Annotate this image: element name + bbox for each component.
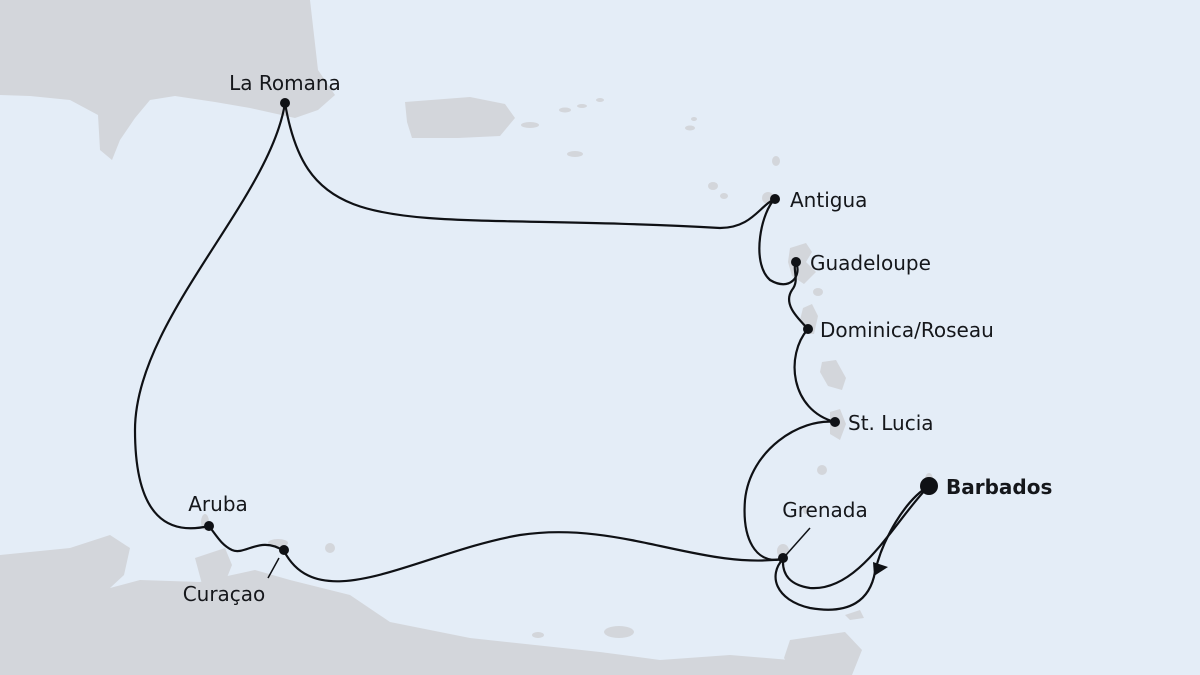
trinidad-island bbox=[784, 632, 862, 675]
paraguana-peninsula bbox=[195, 548, 232, 585]
tobago-island bbox=[845, 610, 864, 620]
grenada-leader-line bbox=[785, 527, 811, 556]
port-marker-curacao[interactable] bbox=[279, 545, 289, 555]
virgin-island-3 bbox=[596, 98, 604, 102]
virgin-island-4 bbox=[567, 151, 583, 157]
route-st-lucia-grenada bbox=[743, 420, 837, 561]
port-label-grenada: Grenada bbox=[782, 498, 867, 522]
margarita-island bbox=[604, 626, 634, 638]
route-aruba-la-romana bbox=[133, 101, 287, 530]
nevis-island bbox=[720, 193, 728, 199]
port-markers bbox=[204, 98, 938, 563]
coche-island bbox=[532, 632, 544, 638]
barbuda-island bbox=[772, 156, 780, 166]
port-marker-antigua[interactable] bbox=[770, 194, 780, 204]
port-marker-grenada[interactable] bbox=[778, 553, 788, 563]
port-label-st-lucia: St. Lucia bbox=[848, 411, 934, 435]
port-labels: La Romana Antigua Guadeloupe Dominica/Ro… bbox=[183, 71, 1053, 606]
bonaire-island bbox=[325, 543, 335, 553]
st-kitts-island bbox=[708, 182, 718, 190]
marie-galante-island bbox=[813, 288, 823, 296]
port-label-la-romana: La Romana bbox=[229, 71, 341, 95]
hispaniola-landmass bbox=[0, 0, 335, 160]
port-marker-barbados[interactable] bbox=[920, 477, 938, 495]
direction-arrow bbox=[873, 562, 888, 576]
vieques-island bbox=[521, 122, 539, 128]
port-marker-aruba[interactable] bbox=[204, 521, 214, 531]
st-barts-island bbox=[691, 117, 697, 121]
route-dominica-st-lucia bbox=[793, 327, 837, 424]
port-label-barbados: Barbados bbox=[946, 475, 1052, 499]
route-curacao-aruba bbox=[207, 524, 286, 553]
port-marker-guadeloupe[interactable] bbox=[791, 257, 801, 267]
land-masses bbox=[0, 0, 933, 675]
route-barbados-grenada bbox=[781, 484, 931, 590]
venezuela-coast bbox=[0, 535, 850, 675]
grenadines-island bbox=[803, 506, 809, 514]
cruise-route bbox=[133, 101, 931, 611]
port-marker-st-lucia[interactable] bbox=[830, 417, 840, 427]
route-guadeloupe-dominica bbox=[788, 260, 810, 331]
anguilla-island bbox=[685, 125, 695, 131]
curacao-leader-line bbox=[267, 557, 280, 579]
martinique-island bbox=[820, 360, 846, 390]
virgin-island-1 bbox=[559, 107, 571, 113]
st-vincent-island bbox=[817, 465, 827, 475]
port-marker-la-romana[interactable] bbox=[280, 98, 290, 108]
route-la-romana-antigua bbox=[283, 101, 777, 230]
route-grenada-curacao bbox=[282, 531, 785, 583]
route-grenada-barbados bbox=[774, 484, 931, 611]
puerto-rico-landmass bbox=[405, 97, 515, 138]
port-label-curacao: Curaçao bbox=[183, 582, 266, 606]
port-label-aruba: Aruba bbox=[188, 492, 248, 516]
port-label-guadeloupe: Guadeloupe bbox=[810, 251, 931, 275]
port-label-antigua: Antigua bbox=[790, 188, 867, 212]
port-label-dominica: Dominica/Roseau bbox=[820, 318, 994, 342]
port-marker-dominica[interactable] bbox=[803, 324, 813, 334]
virgin-island-2 bbox=[577, 104, 587, 108]
hispaniola-tip bbox=[0, 62, 24, 78]
